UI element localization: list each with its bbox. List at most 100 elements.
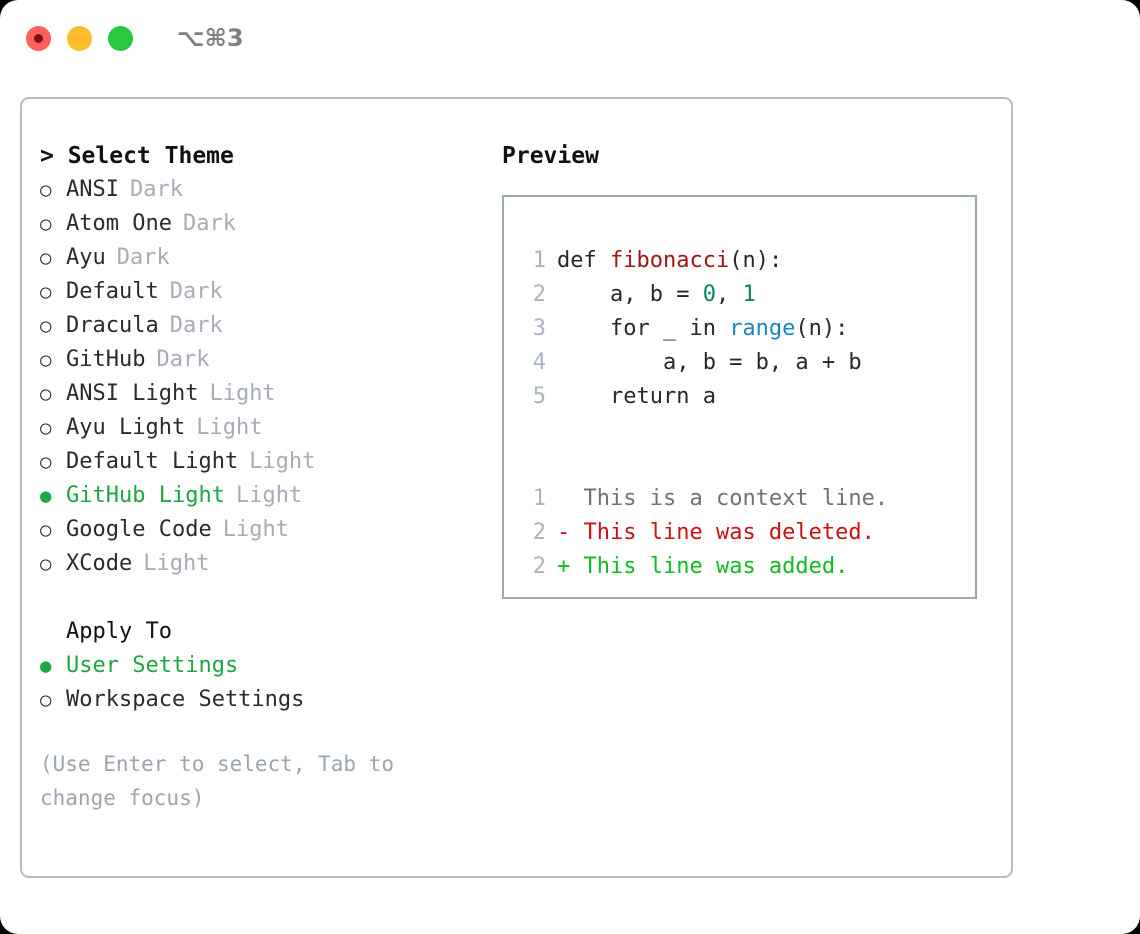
- radio-icon: ○: [40, 281, 52, 303]
- theme-name: Dracula: [66, 313, 159, 338]
- radio-icon: ○: [40, 383, 52, 405]
- apply-to-label: Workspace Settings: [66, 687, 305, 712]
- diff-text: This line was added.: [583, 554, 849, 579]
- diff-sign: -: [557, 520, 584, 545]
- code-line: 5 return a: [520, 380, 975, 414]
- radio-icon: ○: [40, 179, 52, 201]
- theme-variant: Light: [143, 551, 210, 576]
- diff-line-added: 2 + This line was added.: [520, 550, 975, 584]
- apply-to-item-workspace-settings[interactable]: ○ Workspace Settings: [40, 683, 490, 717]
- theme-name: ANSI Light: [66, 381, 199, 406]
- diff-text: This line was deleted.: [583, 520, 875, 545]
- theme-name: Atom One: [66, 211, 172, 236]
- theme-name: XCode: [66, 551, 133, 576]
- theme-list: ○ ANSI Dark ○ Atom One Dark ○ Ayu Dark: [40, 173, 490, 581]
- theme-name: Google Code: [66, 517, 212, 542]
- line-number: 2: [532, 554, 546, 579]
- close-button[interactable]: [26, 25, 51, 51]
- code-line: 2 a, b = 0, 1: [520, 278, 975, 312]
- code-line: 4 a, b = b, a + b: [520, 346, 975, 380]
- radio-selected-icon: ●: [40, 655, 52, 677]
- radio-icon: ○: [40, 553, 52, 575]
- theme-list-item[interactable]: ○ Ayu Dark: [40, 241, 490, 275]
- theme-list-item[interactable]: ○ Dracula Dark: [40, 309, 490, 343]
- theme-selector-column: > Select Theme ○ ANSI Dark ○ Atom One Da…: [40, 139, 490, 815]
- window-controls: [26, 25, 133, 51]
- code-token: (n):: [795, 316, 849, 341]
- preview-column: Preview 1 def fibonacci(n): 2 a, b = 0, …: [502, 139, 992, 599]
- preview-box: 1 def fibonacci(n): 2 a, b = 0, 1 3 for …: [502, 195, 977, 599]
- radio-icon: ○: [40, 315, 52, 337]
- line-number: 1: [532, 486, 546, 511]
- diff-sign: +: [557, 554, 584, 579]
- line-number: 2: [532, 520, 546, 545]
- theme-list-item[interactable]: ○ ANSI Dark: [40, 173, 490, 207]
- theme-list-item[interactable]: ○ Google Code Light: [40, 513, 490, 547]
- select-theme-heading: > Select Theme: [40, 143, 234, 169]
- preview-heading: Preview: [502, 143, 599, 169]
- close-icon: [34, 33, 43, 43]
- theme-name: Default Light: [66, 449, 239, 474]
- theme-variant: Light: [209, 381, 276, 406]
- title-bar: ⌥⌘3: [0, 0, 1140, 76]
- code-token: a, b =: [557, 282, 703, 307]
- diff-sign: [557, 482, 584, 516]
- code-blank-line: [520, 448, 975, 482]
- radio-icon: ○: [40, 451, 52, 473]
- code-token: for _ in: [557, 316, 730, 341]
- list-spacer: [40, 581, 490, 615]
- radio-icon: ○: [40, 689, 52, 711]
- minimize-button[interactable]: [67, 25, 92, 51]
- radio-icon: ○: [40, 247, 52, 269]
- code-token-number: 1: [742, 282, 756, 307]
- diff-text: This is a context line.: [583, 486, 889, 511]
- maximize-button[interactable]: [108, 25, 133, 51]
- theme-variant: Dark: [129, 177, 183, 202]
- code-line: 3 for _ in range(n):: [520, 312, 975, 346]
- theme-name: GitHub Light: [66, 483, 225, 508]
- line-number: 1: [532, 248, 546, 273]
- theme-list-item[interactable]: ○ XCode Light: [40, 547, 490, 581]
- code-line: 1 def fibonacci(n):: [520, 244, 975, 278]
- code-token: a, b = b, a + b: [557, 350, 862, 375]
- theme-list-item-selected[interactable]: ● GitHub Light Light: [40, 479, 490, 513]
- theme-variant: Dark: [156, 347, 210, 372]
- diff-line-deleted: 2 - This line was deleted.: [520, 516, 975, 550]
- apply-to-heading: Apply To: [66, 619, 172, 644]
- code-token: return a: [557, 384, 716, 409]
- radio-selected-icon: ●: [40, 485, 52, 507]
- theme-list-item[interactable]: ○ Default Dark: [40, 275, 490, 309]
- radio-icon: ○: [40, 519, 52, 541]
- line-number: 3: [532, 316, 546, 341]
- theme-list-item[interactable]: ○ Atom One Dark: [40, 207, 490, 241]
- theme-name: GitHub: [66, 347, 146, 372]
- code-token: (n):: [729, 248, 783, 273]
- theme-variant: Dark: [116, 245, 170, 270]
- theme-name: Default: [66, 279, 159, 304]
- code-token-function: fibonacci: [609, 248, 730, 273]
- theme-variant: Light: [235, 483, 303, 508]
- line-number: 2: [532, 282, 546, 307]
- code-blank-line: [520, 414, 975, 448]
- theme-name: Ayu: [66, 245, 106, 270]
- apply-to-label: User Settings: [66, 653, 239, 678]
- code-token-number: 0: [702, 282, 716, 307]
- theme-list-item[interactable]: ○ GitHub Dark: [40, 343, 490, 377]
- theme-settings-panel: > Select Theme ○ ANSI Dark ○ Atom One Da…: [20, 97, 1013, 878]
- theme-list-item[interactable]: ○ ANSI Light Light: [40, 377, 490, 411]
- theme-list-item[interactable]: ○ Default Light Light: [40, 445, 490, 479]
- theme-variant: Dark: [169, 313, 223, 338]
- theme-variant: Light: [222, 517, 289, 542]
- theme-list-item[interactable]: ○ Ayu Light Light: [40, 411, 490, 445]
- keyboard-hint-text: (Use Enter to select, Tab to change focu…: [40, 752, 395, 810]
- theme-variant: Light: [249, 449, 316, 474]
- radio-icon: ○: [40, 213, 52, 235]
- radio-icon: ○: [40, 417, 52, 439]
- line-number: 5: [532, 384, 546, 409]
- line-number: 4: [532, 350, 546, 375]
- keyboard-shortcut-label: ⌥⌘3: [177, 24, 244, 52]
- code-token: ,: [715, 282, 743, 307]
- radio-icon: ○: [40, 349, 52, 371]
- apply-to-item-user-settings[interactable]: ● User Settings: [40, 649, 490, 683]
